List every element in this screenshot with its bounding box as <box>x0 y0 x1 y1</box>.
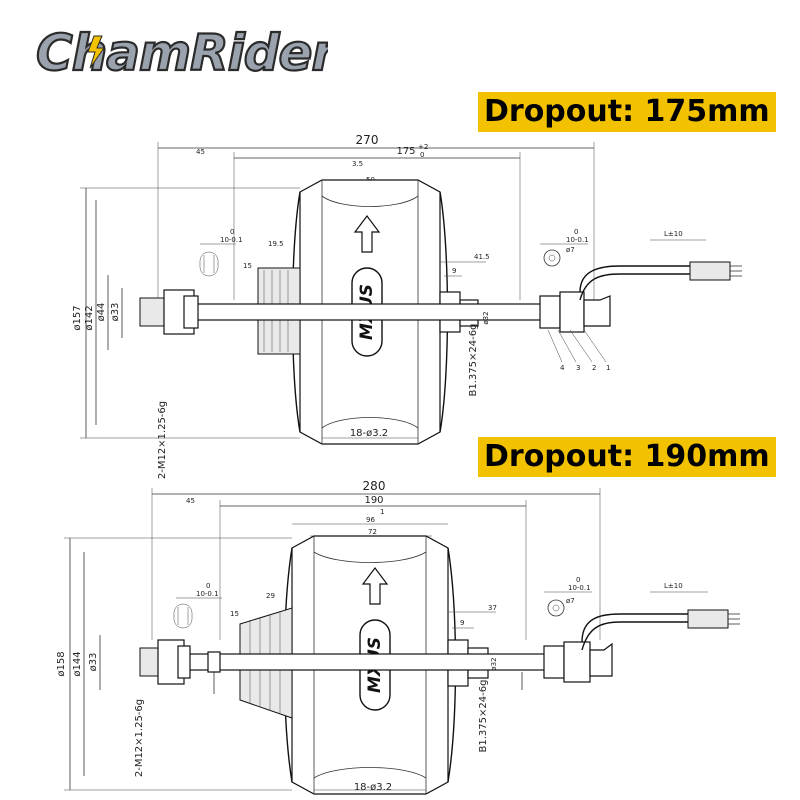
logo-graphic: ChamRider <box>35 23 342 83</box>
dim-phi7: ø7 <box>566 246 575 254</box>
holes-label-2: 18-ø3.2 <box>354 782 392 793</box>
callout-2: 2 <box>592 364 596 372</box>
dim-1-2: 1 <box>380 508 384 516</box>
dim-axle-2: 190 <box>364 495 383 506</box>
dim-72: 72 <box>368 528 377 536</box>
thread-right-2: B1.375×24-6g <box>478 680 489 753</box>
dim-45: 45 <box>196 148 205 156</box>
dim-15-2: 15 <box>230 610 239 618</box>
dim-phi142: ø142 <box>84 305 95 330</box>
dim-3-5: 3.5 <box>352 160 363 168</box>
dim-41-5: 41.5 <box>474 253 490 261</box>
dim-phi157: ø157 <box>72 305 83 330</box>
dim-phi44: ø44 <box>96 303 107 322</box>
dim-37: 37 <box>488 604 497 612</box>
dim-tol-b: 10-0.1 <box>566 236 589 244</box>
dim-96: 96 <box>366 516 375 524</box>
dropout-banner-175: Dropout: 175mm <box>478 92 776 132</box>
callout-4: 4 <box>560 364 565 372</box>
thread-left-2: 2-M12×1.25-6g <box>134 699 145 777</box>
dim-phi144: ø144 <box>72 651 83 676</box>
dim-9-2: 9 <box>460 619 464 627</box>
axle-flat-detail <box>199 251 219 277</box>
dim-phi32-2: ø32 <box>490 657 498 670</box>
axle-section-detail-2 <box>547 599 565 617</box>
dim-9: 9 <box>452 267 456 275</box>
thread-left: 2-M12×1.25-6g <box>157 401 168 479</box>
lightning-icon <box>87 35 105 69</box>
cable-length-2: L±10 <box>664 582 683 590</box>
logo-text: ChamRider <box>36 24 328 82</box>
dim-19-5: 19.5 <box>268 240 284 248</box>
brand-logo: ChamRider <box>28 14 342 86</box>
dim-phi33: ø33 <box>110 303 121 322</box>
dim-phi32: ø32 <box>482 311 490 324</box>
axle-section-detail <box>543 249 561 267</box>
dropout-banner-190: Dropout: 190mm <box>478 437 776 477</box>
dim-tol-lower: 0 <box>420 151 424 159</box>
dim-45-2: 45 <box>186 497 195 505</box>
dim-overall: 270 <box>356 133 379 147</box>
callout-1: 1 <box>606 364 610 372</box>
cable-connector-2 <box>687 609 729 629</box>
dim-overall-2: 280 <box>363 479 386 493</box>
dim-phi7-2: ø7 <box>566 597 575 605</box>
dim-tol-a: 10-0.1 <box>220 236 243 244</box>
rotation-arrow-icon-2 <box>361 567 389 605</box>
dim-tol-b-2: 10-0.1 <box>568 584 591 592</box>
motor-cable <box>579 265 690 293</box>
dim-tol-upper: +2 <box>418 143 428 151</box>
dim-tol-b-top-2: 0 <box>576 576 580 584</box>
thread-right: B1.375×24-6g <box>468 324 479 397</box>
dim-axle: 175 <box>396 146 415 157</box>
dim-15: 15 <box>243 262 252 270</box>
holes-label: 18-ø3.2 <box>350 428 388 439</box>
dim-tol-a-top: 0 <box>230 228 234 236</box>
cable-length: L±10 <box>664 230 683 238</box>
dim-tol-a-top-2: 0 <box>206 582 210 590</box>
dim-phi33-2: ø33 <box>88 653 99 672</box>
dim-tol-b-top: 0 <box>574 228 578 236</box>
dim-29: 29 <box>266 592 275 600</box>
rotation-arrow-icon <box>353 215 381 253</box>
dim-phi158: ø158 <box>56 651 67 676</box>
callout-3: 3 <box>576 364 580 372</box>
motor-cable-2 <box>581 613 688 643</box>
dim-tol-a-2: 10-0.1 <box>196 590 219 598</box>
